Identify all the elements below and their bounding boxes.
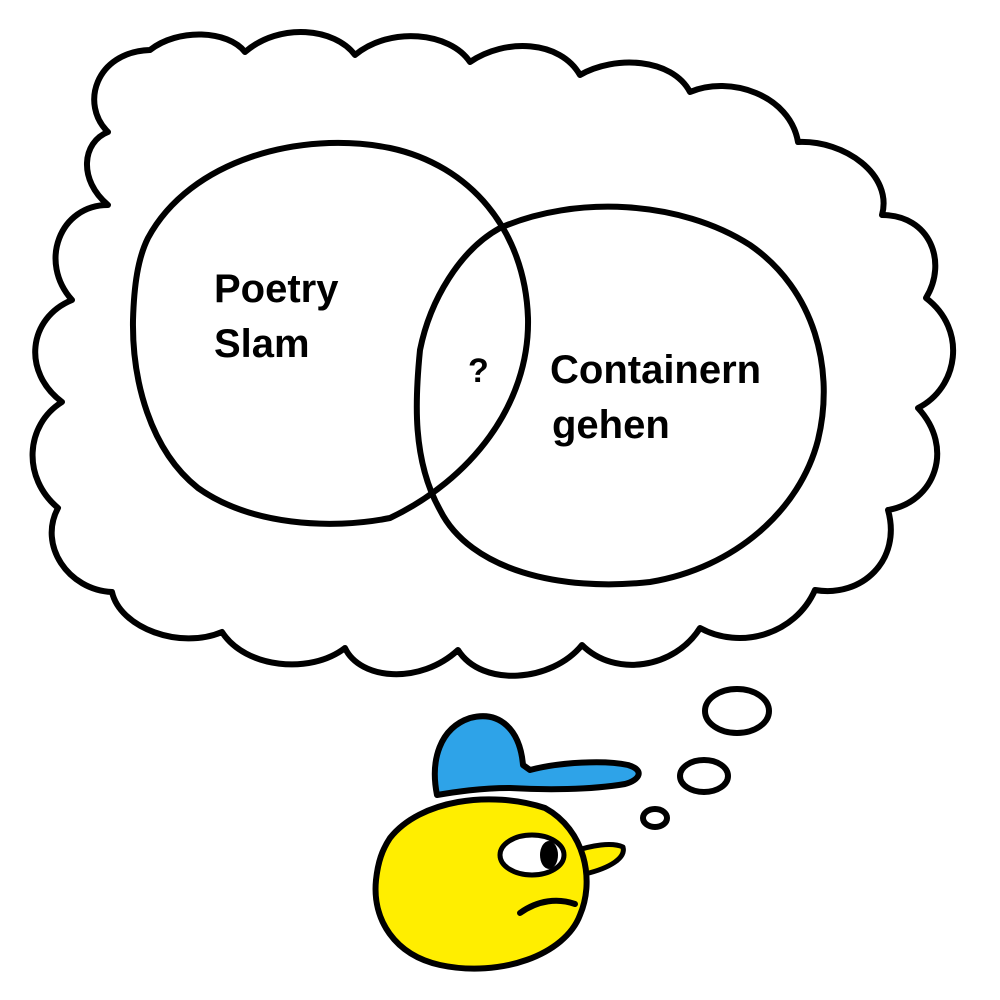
left-set-label-line1: Poetry <box>214 267 339 311</box>
thought-bubble-large <box>702 686 772 736</box>
right-set-label-line2: gehen <box>552 403 670 447</box>
cap <box>431 713 642 798</box>
thinking-bird-icon <box>372 713 642 972</box>
thought-bubble-medium <box>677 757 731 795</box>
venn-diagram <box>129 140 827 588</box>
head <box>372 796 590 972</box>
thought-cloud-icon <box>29 29 957 679</box>
venn-labels: Poetry Slam Containern gehen ? <box>214 267 761 447</box>
eye-pupil <box>540 841 558 869</box>
venn-circle-left <box>129 140 532 527</box>
intersection-label: ? <box>468 352 489 390</box>
thought-bubble-small <box>640 806 670 830</box>
thought-trail-bubbles <box>640 686 772 830</box>
mouth <box>517 897 578 916</box>
right-set-label-line1: Containern <box>550 348 761 392</box>
venn-circle-right <box>413 203 827 588</box>
left-set-label-line2: Slam <box>214 322 310 366</box>
